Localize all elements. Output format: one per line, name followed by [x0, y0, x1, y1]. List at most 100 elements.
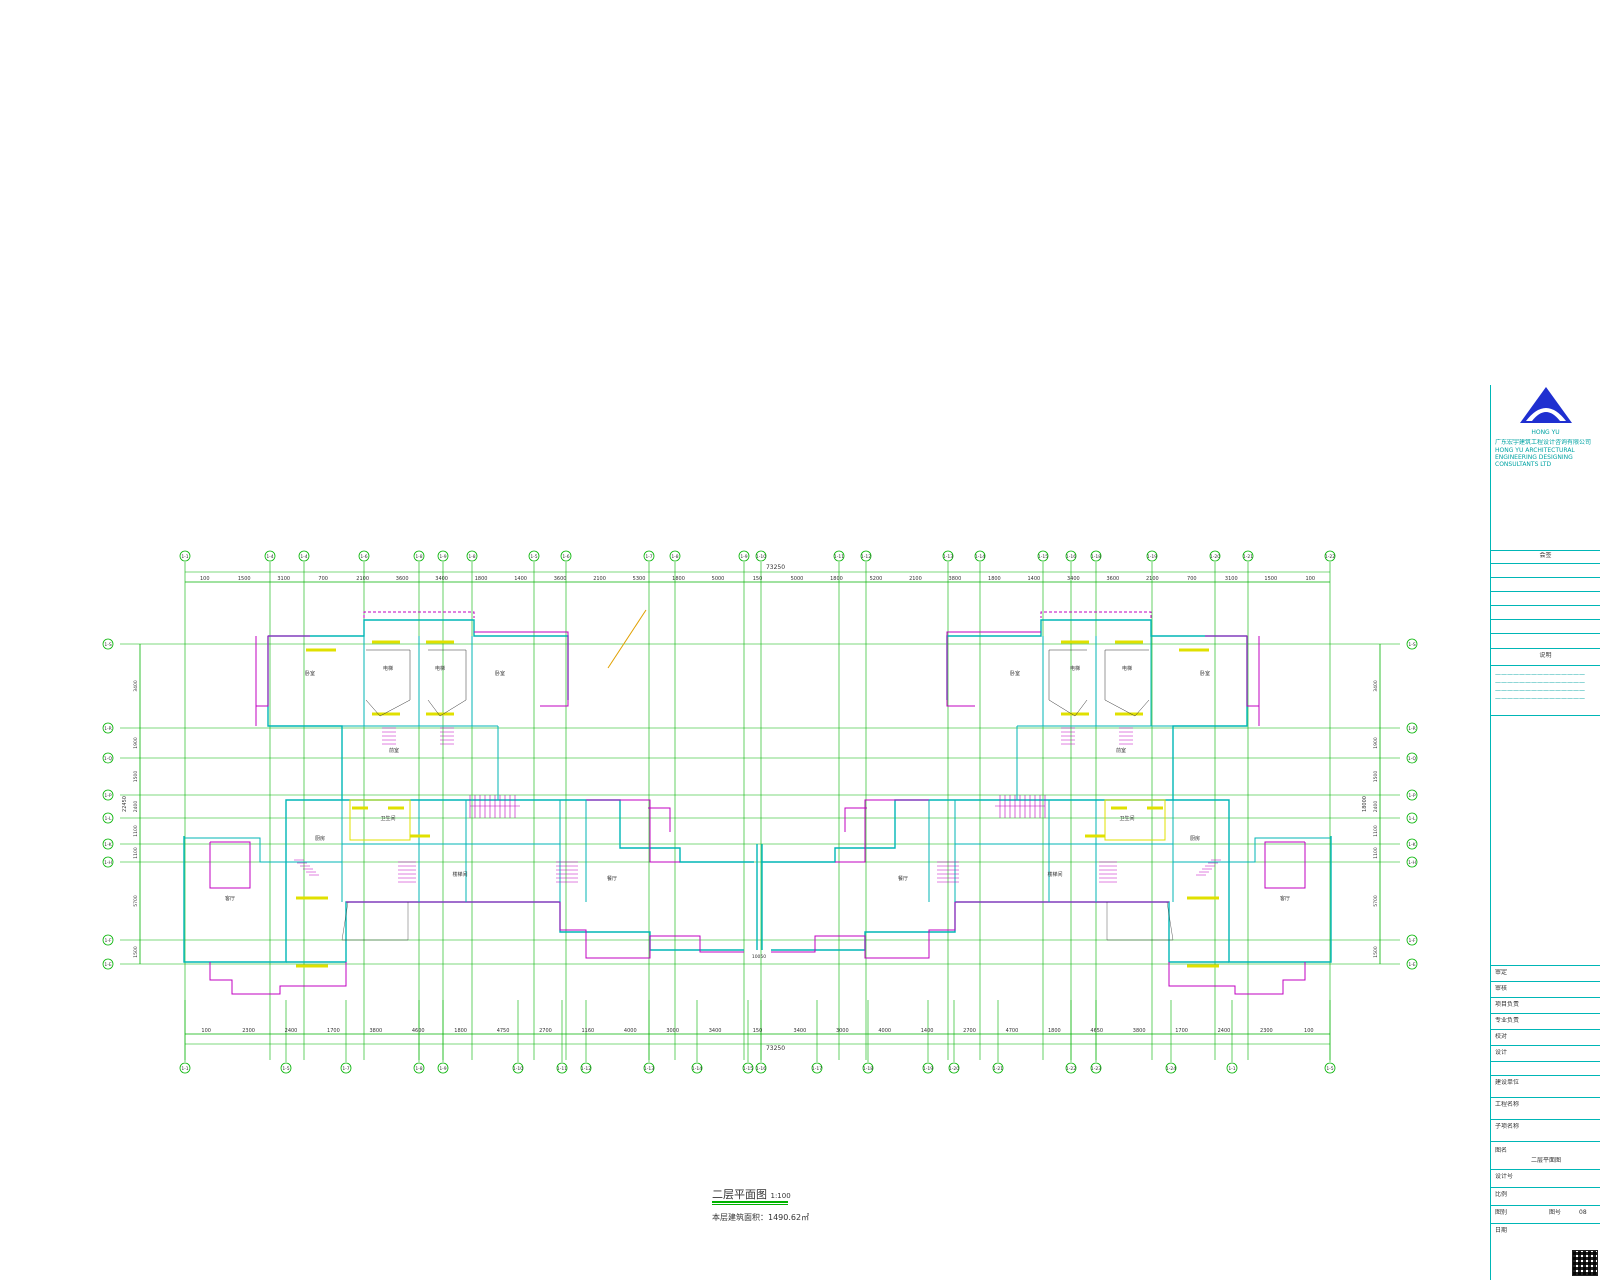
- axis-bubble-label: 1-21: [993, 1066, 1003, 1072]
- section-design-no: 设计号: [1495, 1173, 1514, 1180]
- notes-line-3: ———————————————: [1495, 687, 1585, 694]
- axis-bubble-label: 1-6: [360, 554, 367, 560]
- axis-bubble: [1226, 1062, 1238, 1074]
- axis-bubble: [102, 722, 114, 734]
- caption-underline-thin: [712, 1204, 788, 1205]
- room-outline: [1106, 901, 1174, 941]
- dimension-label-top: 3600: [1106, 576, 1119, 582]
- axis-bubble: [1165, 1062, 1177, 1074]
- dimension-label-top: 3400: [435, 576, 448, 582]
- balcony-rail: [946, 631, 1041, 707]
- dimension-label-bottom: 3000: [836, 1028, 849, 1034]
- dimension-label-bottom: 100: [1304, 1028, 1314, 1034]
- dimension-label-side: 2400: [133, 801, 139, 813]
- axis-bubble-label: 1-15: [1038, 554, 1048, 560]
- axis-bubble-label: 1-21: [1243, 554, 1253, 560]
- exterior-wall: [771, 901, 1229, 963]
- dimension-label-top: 3100: [277, 576, 290, 582]
- balcony-rail: [1264, 841, 1306, 889]
- axis-bubble: [1406, 934, 1418, 946]
- axis-bubble-label: 1-8: [468, 554, 475, 560]
- room-label: 楼梯间: [1047, 871, 1062, 878]
- company-en-2: ENGINEERING DESIGNING: [1495, 454, 1573, 461]
- room-label: 电梯: [383, 665, 393, 672]
- dimension-label-top: 700: [318, 576, 328, 582]
- dimension-total-top: 73250: [766, 564, 785, 571]
- axis-bubble: [992, 1062, 1004, 1074]
- axis-bubble-label: 1-11: [834, 554, 844, 560]
- balcony-rail: [586, 799, 680, 863]
- axis-bubble: [862, 1062, 874, 1074]
- dimension-label-top: 1800: [475, 576, 488, 582]
- bathroom: [349, 799, 411, 841]
- dimension-label-bottom: 1700: [1175, 1028, 1188, 1034]
- axis-bubble: [1090, 550, 1102, 562]
- dimension-label-side: 1100: [1373, 825, 1379, 837]
- company-en-1: HONG YU ARCHITECTURAL: [1495, 447, 1575, 454]
- axis-bubble-label: 1-16: [756, 1066, 766, 1072]
- room-label: 卫生间: [380, 815, 395, 822]
- dimension-label-bottom: 150: [753, 1028, 763, 1034]
- dimension-label-top: 2100: [356, 576, 369, 582]
- dimension-label-top: 5200: [870, 576, 883, 582]
- caption-scale: 1:100: [770, 1192, 791, 1200]
- axis-bubble: [1406, 752, 1418, 764]
- dimension-label-top: 1400: [514, 576, 527, 582]
- notes-line-1: ———————————————: [1495, 671, 1585, 678]
- axis-bubble-label: 1-Q: [104, 756, 113, 762]
- axis-bubble-label: 1-20: [1210, 554, 1220, 560]
- dimension-label-top: 1800: [672, 576, 685, 582]
- dimension-label-side: 2400: [1373, 801, 1379, 813]
- axis-bubble-label: 1-12: [581, 1066, 591, 1072]
- axis-bubble-label: 1-23: [1091, 1066, 1101, 1072]
- axis-bubble-label: 1-S: [104, 642, 111, 648]
- axis-bubble: [1406, 722, 1418, 734]
- section-sheet-no: 图号: [1549, 1209, 1562, 1216]
- axis-bubble: [974, 550, 986, 562]
- axis-bubble-label: 1-L: [1409, 816, 1416, 822]
- axis-bubble: [1242, 550, 1254, 562]
- dimension-total-side: 22450: [122, 796, 128, 812]
- dimension-label-bottom: 1800: [1048, 1028, 1061, 1034]
- balcony-rail: [474, 631, 569, 707]
- axis-bubble-label: 1-H: [104, 860, 112, 866]
- axis-bubble: [922, 1062, 934, 1074]
- dimension-label-top: 100: [200, 576, 210, 582]
- axis-bubble: [1406, 812, 1418, 824]
- title-block: HONG YU 广东宏宇建筑工程设计咨询有限公司 HONG YU ARCHITE…: [1490, 385, 1600, 1280]
- axis-bubble: [1065, 1062, 1077, 1074]
- dimension-label-bottom: 2300: [242, 1028, 255, 1034]
- axis-bubble: [942, 550, 954, 562]
- axis-bubble: [179, 1062, 191, 1074]
- room-outline: [341, 901, 409, 941]
- axis-bubble-label: 1-5: [1326, 1066, 1333, 1072]
- axis-bubble: [1406, 856, 1418, 868]
- elevator-shaft: [365, 649, 411, 717]
- dimension-label-top: 2100: [593, 576, 606, 582]
- axis-bubble-label: 1-P: [1408, 793, 1415, 799]
- room-label: 电梯: [1070, 665, 1080, 672]
- axis-bubble-label: 1-S: [1408, 642, 1415, 648]
- notes-line-4: ———————————————: [1495, 695, 1585, 702]
- balcony-rail: [1040, 611, 1152, 618]
- room-label: 卧室: [305, 670, 315, 677]
- room-label: 前室: [389, 747, 399, 754]
- axis-bubble: [556, 1062, 568, 1074]
- dimension-total-bottom: 73250: [766, 1045, 785, 1052]
- axis-bubble-label: 1-14: [975, 554, 985, 560]
- dimension-label-bottom: 1160: [582, 1028, 595, 1034]
- axis-bubble-label: 1-13: [943, 554, 953, 560]
- room-label: 餐厅: [898, 875, 908, 882]
- axis-bubble: [413, 1062, 425, 1074]
- axis-bubble: [466, 550, 478, 562]
- balcony-rail: [835, 799, 929, 863]
- axis-bubble-label: 1-9: [740, 554, 747, 560]
- axis-bubble: [298, 550, 310, 562]
- room-label: 厨房: [315, 835, 325, 842]
- axis-bubble-label: 1-15: [743, 1066, 753, 1072]
- dimension-label-bottom: 3400: [709, 1028, 722, 1034]
- axis-bubble: [102, 752, 114, 764]
- balcony-rail: [363, 611, 475, 618]
- axis-bubble-label: 1-14: [692, 1066, 702, 1072]
